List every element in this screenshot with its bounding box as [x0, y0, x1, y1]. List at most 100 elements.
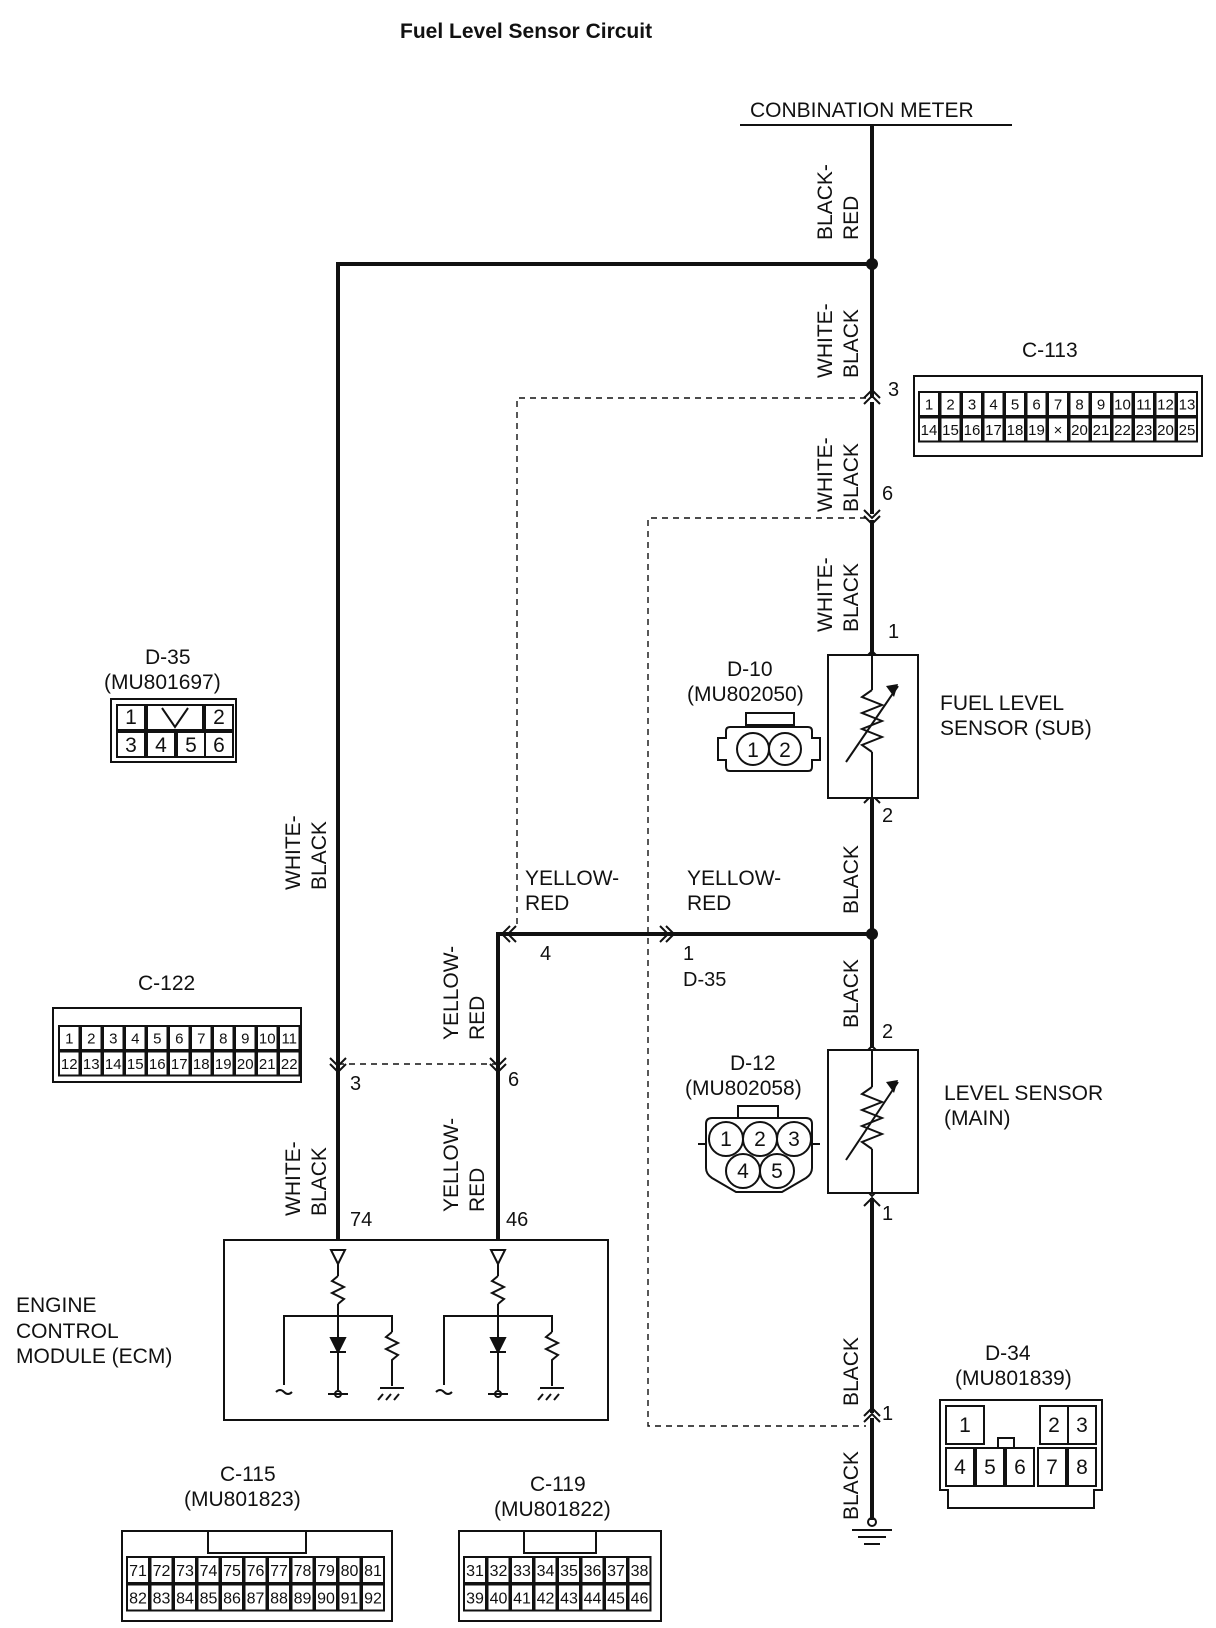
c113-pin-label: 3 [968, 396, 976, 413]
c115-pin-label: 80 [341, 1563, 359, 1580]
c113-pin-label: 15 [942, 422, 959, 439]
c119-pin-label: 35 [560, 1563, 578, 1580]
fuel-level-sensor-sub [827, 654, 919, 799]
d12-name: D-12 [730, 1052, 776, 1075]
c119-pin-label: 43 [560, 1590, 578, 1607]
c115-pin-label: 89 [294, 1590, 312, 1607]
d12-pin-1: 1 [720, 1128, 732, 1151]
d10-pin-1: 1 [747, 739, 759, 762]
pin-c113-3: 3 [888, 379, 899, 401]
c122-pin-label: 11 [281, 1030, 297, 1047]
c119-latch [523, 1530, 597, 1554]
pin-ecm-46: 46 [506, 1209, 528, 1231]
wire-label-yellow-red-h1b: RED [525, 892, 569, 915]
c115-pin-label: 71 [129, 1563, 147, 1580]
meter-label: CONBINATION METER [750, 99, 974, 122]
wire-label-black-3: BLACK [840, 1337, 863, 1406]
c119-pin-label: 39 [466, 1590, 484, 1607]
c122-pin-cell [124, 1025, 147, 1051]
d10-connector: 1 2 [717, 712, 821, 772]
d10-name: D-10 [727, 658, 773, 681]
c119-pin-cell [604, 1583, 628, 1612]
c119-pin-cell [627, 1556, 652, 1584]
wire-label-black-red-1: BLACK- [814, 164, 837, 240]
fuel-sub-label-1: FUEL LEVEL [940, 692, 1064, 715]
d34-pin-1: 1 [959, 1414, 971, 1437]
c113-pin-label: 23 [1136, 422, 1153, 439]
c122-pin-cell [124, 1050, 147, 1077]
c122-pin-label: 13 [83, 1056, 100, 1073]
c119-pin-label: 34 [537, 1563, 555, 1580]
c122-pin-label: 7 [197, 1030, 205, 1047]
d12-pin-2: 2 [754, 1128, 766, 1151]
d35-pin-4: 4 [155, 734, 167, 757]
c122-pin-cell [80, 1025, 103, 1051]
c122-pin-label: 8 [219, 1030, 227, 1047]
d34-pin-3: 3 [1076, 1414, 1088, 1437]
c122-pin-label: 4 [131, 1030, 139, 1047]
c122-pin-cell [256, 1025, 279, 1051]
c122-pin-cell [146, 1025, 169, 1051]
c115-pin-cell [314, 1556, 338, 1584]
c113-pin-cell [1111, 391, 1134, 417]
c122-pin-cell [278, 1025, 301, 1051]
d35-part: (MU801697) [104, 671, 221, 694]
shield-dashed-outer [647, 517, 866, 1427]
c113-pin-cell [1176, 416, 1198, 443]
c115-latch [207, 1530, 307, 1554]
wire-label-white-black-b2: BLACK [840, 443, 863, 512]
c119-pin-label: 32 [490, 1563, 508, 1580]
c115-pin-label: 72 [153, 1563, 171, 1580]
level-main-label-2: (MAIN) [944, 1107, 1011, 1130]
c113-pin-label: 2 [946, 396, 954, 413]
pin-d12-2: 2 [882, 1021, 893, 1043]
c113-pin-cell [1154, 391, 1177, 417]
c122-pin-cell [168, 1050, 191, 1077]
wire-label-yellow-red-h2: YELLOW- [687, 867, 781, 890]
c113-pin-label: 5 [1011, 396, 1019, 413]
c115-pin-cell [267, 1583, 291, 1612]
c122-pin-label: 2 [87, 1030, 95, 1047]
wire-label-black-4: BLACK [840, 1451, 863, 1520]
c115-pin-cell [290, 1556, 315, 1584]
c119-pin-cell [463, 1556, 487, 1584]
c119-pin-label: 46 [631, 1590, 649, 1607]
c113-pin-cell [939, 416, 962, 443]
wire-label-black-red-2: RED [840, 196, 863, 240]
wire-label-white-black-e2: BLACK [308, 1147, 331, 1216]
c122-pin-cell [190, 1025, 213, 1051]
d34-pin-4: 4 [954, 1456, 966, 1479]
ecm-box [223, 1239, 609, 1421]
c115-pin-label: 81 [364, 1563, 382, 1580]
c113-pin-label: 20 [1157, 422, 1174, 439]
c115-pin-cell [196, 1583, 221, 1612]
c113-pin-label: 9 [1097, 396, 1105, 413]
c119-pin-label: 44 [584, 1590, 602, 1607]
d34-connector: 1 2 3 4 5 6 7 8 [939, 1399, 1103, 1509]
c113-pin-cell [1025, 416, 1048, 443]
c115-pin-label: 90 [317, 1590, 335, 1607]
c119-pin-cell [580, 1556, 605, 1584]
d34-pin-2: 2 [1048, 1414, 1060, 1437]
wire-label-white-black-d2: BLACK [308, 821, 331, 890]
ecm-label-3: MODULE (ECM) [16, 1345, 172, 1368]
c113-pin-cell [1111, 416, 1134, 443]
c115-pin-cell [337, 1556, 362, 1584]
wire-label-white-black-e1: WHITE- [282, 1141, 305, 1216]
d35-pin-3: 3 [125, 734, 137, 757]
c115-pin-cell [361, 1583, 385, 1612]
c113-pin-label: 20 [1071, 422, 1088, 439]
c115-pin-label: 83 [153, 1590, 171, 1607]
c119-pin-cell [510, 1556, 534, 1584]
wire-label-black-1: BLACK [840, 845, 863, 914]
c119-pin-label: 38 [631, 1563, 649, 1580]
c122-pin-label: 15 [127, 1056, 144, 1073]
c115-pin-cell [314, 1583, 338, 1612]
c122-pin-label: 17 [171, 1056, 188, 1073]
c119-pin-cell [604, 1556, 628, 1584]
d35-pin-6: 6 [213, 734, 225, 757]
c119-pin-label: 37 [607, 1563, 625, 1580]
pin-d35-1: 1 [683, 943, 694, 965]
c119-pin-cell [486, 1583, 511, 1612]
